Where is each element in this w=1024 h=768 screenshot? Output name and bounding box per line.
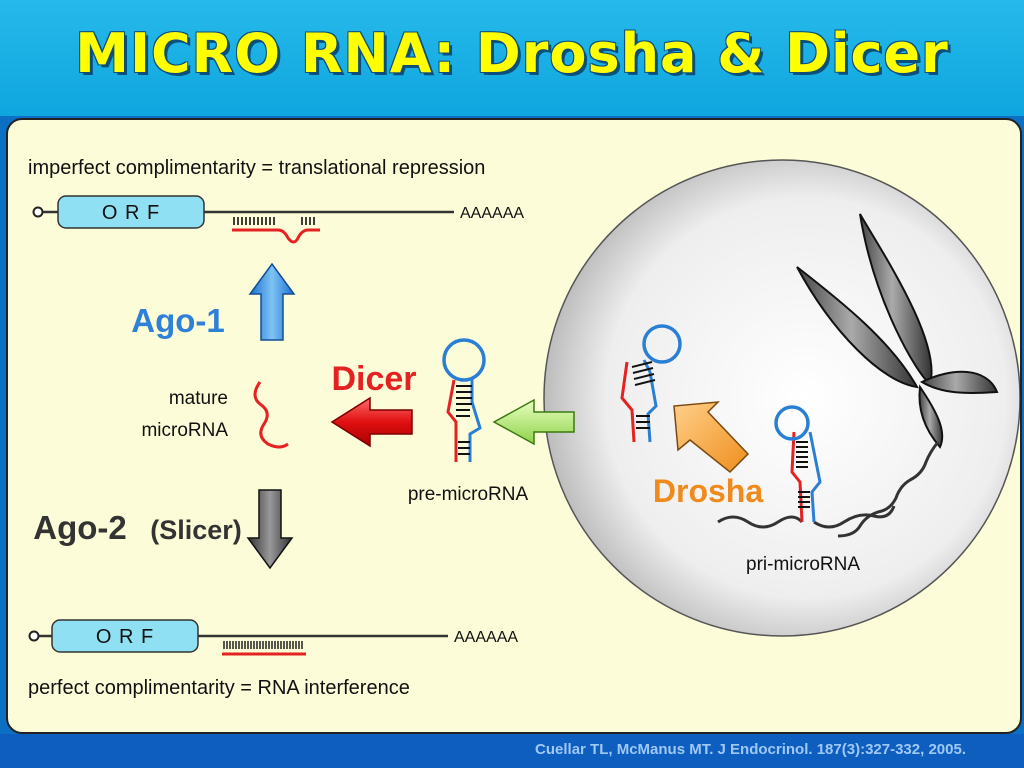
footer-bar	[0, 734, 1024, 768]
pre-microrna-label: pre-microRNA	[408, 484, 529, 505]
ago1-arrow	[248, 262, 296, 341]
mature-microrna-strand	[253, 381, 289, 449]
polya-bottom: AAAAAA	[454, 629, 518, 646]
ago2-arrow	[246, 489, 294, 570]
citation: Cuellar TL, McManus MT. J Endocrinol. 18…	[535, 741, 966, 758]
top-mrna	[32, 195, 454, 244]
bottom-mrna	[28, 619, 448, 656]
microrna-diagram: pri-microRNA Drosha pre-microRNA Dicer	[28, 157, 1020, 699]
pre-microrna-hairpin	[442, 338, 486, 462]
polya-top: AAAAAA	[460, 205, 524, 222]
bottom-caption: perfect complimentarity = RNA interferen…	[28, 677, 410, 699]
dna-strand	[837, 441, 940, 538]
slide-title: MICRO RNA: Drosha & Dicer	[75, 22, 949, 85]
mature-label-line2: microRNA	[141, 420, 228, 441]
diagram-panel: pri-microRNA Drosha pre-microRNA Dicer	[6, 118, 1022, 734]
dicer-label: Dicer	[331, 360, 416, 398]
nuclear-pre-microrna	[620, 324, 682, 443]
drosha-label: Drosha	[653, 473, 763, 509]
pri-microrna-hairpin	[717, 405, 896, 529]
mature-label-line1: mature	[169, 388, 228, 409]
top-caption: imperfect complimentarity = translationa…	[28, 157, 485, 179]
ago2-label: Ago-2	[33, 509, 127, 546]
orf-label-top: O R F	[102, 202, 160, 224]
pri-microrna-label: pri-microRNA	[746, 554, 860, 575]
ago1-label: Ago-1	[131, 302, 225, 339]
nucleus	[543, 159, 1020, 637]
drosha-arrow	[673, 401, 750, 474]
orf-label-bottom: O R F	[96, 626, 154, 648]
export-arrow	[492, 398, 575, 446]
dicer-arrow	[330, 396, 413, 448]
slicer-label: (Slicer)	[150, 515, 242, 545]
chromosome-icon	[796, 213, 999, 449]
title-bar	[0, 0, 1024, 116]
